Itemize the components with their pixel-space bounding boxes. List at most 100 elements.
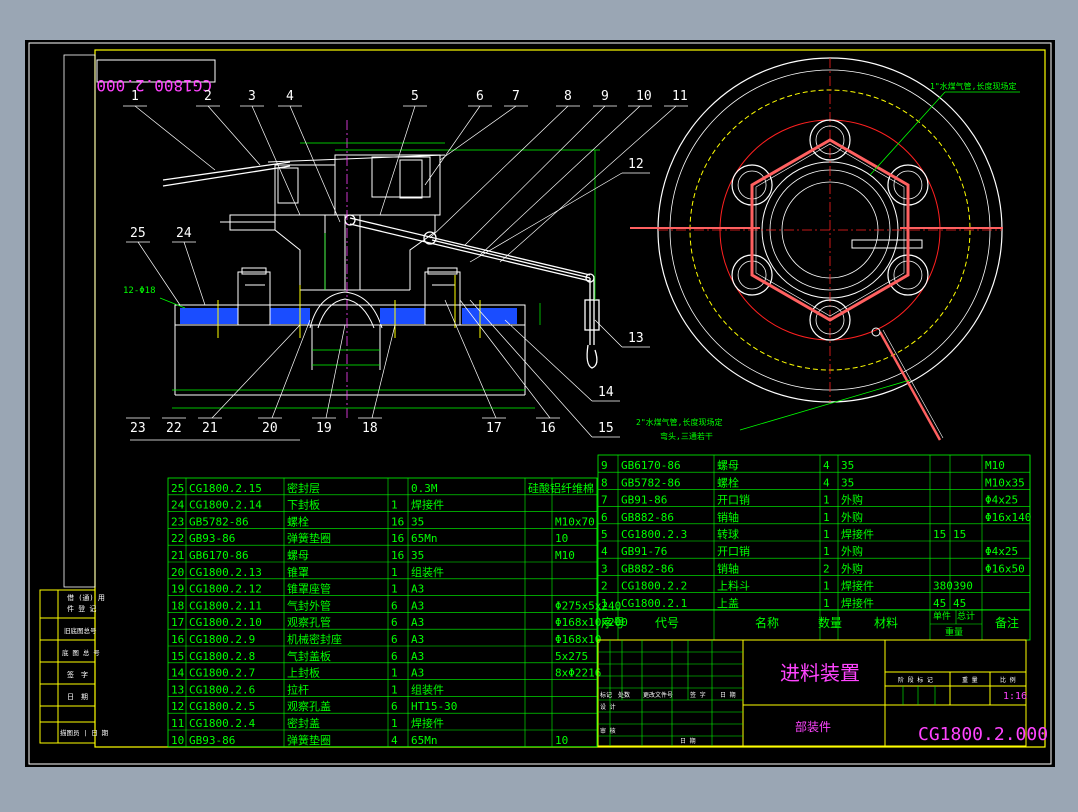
drawing-title: 进料装置 <box>780 661 860 685</box>
table-cell: CG1800.2.8 <box>189 650 255 663</box>
table-cell: 锥罩 <box>287 566 309 579</box>
side-strip: 借 (通) 用 件 登 记 旧底图总号 底 图 总 号 签 字 日 期 描图员 … <box>39 54 109 744</box>
cone-dome <box>309 291 383 329</box>
table-cell: 组装件 <box>411 682 444 696</box>
table-cell: 10 <box>555 734 568 747</box>
table-cell: 6 <box>391 650 398 663</box>
front-section-view: 12-Φ18 <box>123 120 600 420</box>
seal-box <box>174 267 526 396</box>
table-cell: 观察孔盖 <box>287 699 331 713</box>
table-cell: 16 <box>171 633 184 646</box>
table-cell: 15 <box>933 528 946 541</box>
table-cell: 外购 <box>841 493 863 507</box>
sheet-outer-border <box>28 42 1052 765</box>
balloon-label-bottom: 22 <box>166 421 182 436</box>
side-label-3: 底 图 总 号 <box>62 648 100 657</box>
table-cell: 18 <box>171 599 184 612</box>
table-cell: GB91-86 <box>621 494 667 507</box>
balloon-leader <box>211 324 301 419</box>
table-cell: 开口销 <box>717 544 750 558</box>
sig-label-7: 日 期 <box>680 737 696 745</box>
sig-label-6: 审 核 <box>600 727 616 735</box>
table-cell: 销轴 <box>717 561 739 575</box>
balloon-label-right: 12 <box>628 157 644 172</box>
table-cell: 24 <box>171 499 185 512</box>
table-cell: 1 <box>823 528 830 541</box>
table-cell: 35 <box>411 515 424 528</box>
balloon-label-bottom: 19 <box>316 421 332 436</box>
table-cell: 0.3M <box>411 482 438 495</box>
table-cell: 1 <box>391 583 398 596</box>
table-cell: 上盖 <box>717 596 739 610</box>
table-cell: 10 <box>555 532 568 545</box>
table-cell: 4 <box>391 734 398 747</box>
balloon-leader <box>424 105 481 186</box>
table-cell: Φ168x10 <box>555 633 601 646</box>
table-cell: 11 <box>171 717 184 730</box>
balloon-leader <box>439 105 517 161</box>
table-cell: 45 <box>953 597 966 610</box>
table-cell: CG1800.2.14 <box>189 499 262 512</box>
drawing-subtitle: 部装件 <box>795 719 831 734</box>
table-cell: Φ4x25 <box>985 545 1018 558</box>
balloon-label-top: 8 <box>564 89 572 104</box>
header-unit-weight: 单件 <box>933 610 951 622</box>
table-cell: Φ16x140 <box>985 511 1031 524</box>
sig-label-0: 标记 <box>600 691 612 699</box>
table-cell: HT15-30 <box>411 700 457 713</box>
table-cell: GB91-76 <box>621 545 667 558</box>
table-cell: 6 <box>601 511 608 524</box>
table-cell: GB6170-86 <box>189 549 249 562</box>
table-cell: A3 <box>411 667 424 680</box>
table-cell: 16 <box>391 532 404 545</box>
table-cell: 13 <box>171 683 184 696</box>
table-cell: 螺栓 <box>287 514 309 528</box>
table-cell: CG1800.2.15 <box>189 482 262 495</box>
balloon-leader <box>207 105 261 166</box>
table-cell: 390 <box>953 580 973 593</box>
table-cell: 10 <box>171 734 184 747</box>
table-cell: 6 <box>391 599 398 612</box>
table-cell: A3 <box>411 616 424 629</box>
table-cell: 2 <box>823 562 830 575</box>
feed-pipe <box>878 331 942 441</box>
tb-head-2: 比 例 <box>1000 676 1016 684</box>
balloon-label-right: 14 <box>598 385 614 400</box>
balloon-leader <box>429 105 569 239</box>
note-bottom-2: 弯头,三通若干 <box>660 431 713 441</box>
header-qty: 数量 <box>818 615 842 630</box>
ring-hole <box>809 119 851 161</box>
balloon-leader <box>469 299 593 438</box>
table-cell: 3 <box>601 562 608 575</box>
balloon-leader <box>594 319 623 348</box>
table-cell: 螺栓 <box>717 475 739 489</box>
sig-label-5: 设 计 <box>600 703 616 711</box>
tb-head-0: 阶 段 标 记 <box>898 676 933 684</box>
table-cell: 16 <box>391 549 404 562</box>
lid-arm <box>162 161 291 187</box>
table-cell: 380 <box>933 580 953 593</box>
balloon-leader <box>325 324 346 419</box>
balloon-leader <box>464 105 606 246</box>
table-cell: CG1800.2.10 <box>189 616 262 629</box>
side-label-4: 签 字 <box>67 670 88 679</box>
table-cell: GB93-86 <box>189 734 235 747</box>
table-cell: 1 <box>823 545 830 558</box>
balloon-leader <box>444 299 497 419</box>
balloon-leader <box>183 241 206 306</box>
scale-value: 1:16 <box>1003 691 1027 702</box>
table-cell: 2 <box>601 580 608 593</box>
table-cell: M10 <box>985 459 1005 472</box>
table-cell: 销轴 <box>717 510 739 524</box>
table-cell: GB6170-86 <box>621 459 681 472</box>
table-cell: 机械密封座 <box>287 632 342 646</box>
table-cell: M10x70 <box>555 515 595 528</box>
table-cell: 1 <box>601 597 608 610</box>
drawing-number: CG1800.2.000 <box>918 724 1048 745</box>
table-cell: 下封板 <box>287 498 320 512</box>
balloon-label-top: 11 <box>672 89 688 104</box>
table-cell: 上封板 <box>287 666 320 680</box>
tb-head-1: 重 量 <box>962 676 978 684</box>
table-cell: 观察孔管 <box>287 615 331 629</box>
side-label-6: 描图员 | 日 期 <box>60 728 109 737</box>
